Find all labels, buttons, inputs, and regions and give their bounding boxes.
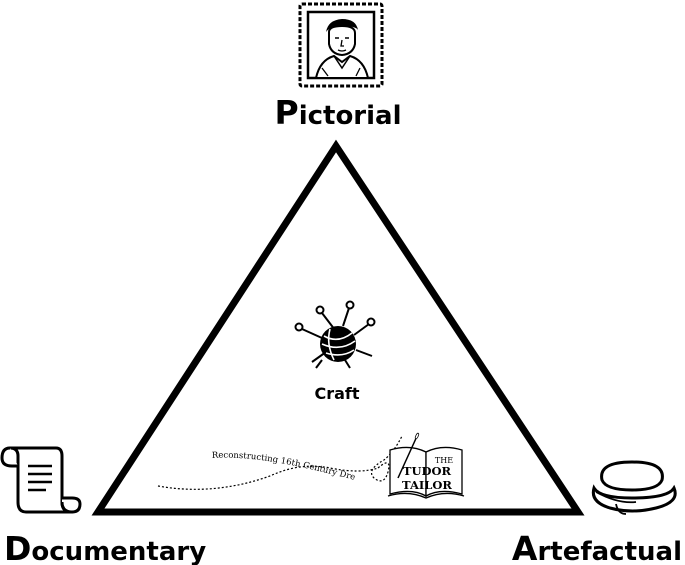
documentary-label: Documentary: [4, 529, 206, 565]
thread-curve: [157, 465, 379, 490]
logo-the: THE: [435, 456, 453, 465]
artefactual-label: Artefactual: [512, 529, 682, 565]
pictorial-label: Pictorial: [275, 93, 402, 132]
logo-tailor: TAILOR: [402, 478, 452, 492]
logo-tudor: TUDOR: [403, 464, 452, 478]
portrait-stamp-icon: [298, 2, 384, 88]
craft-label: Craft: [314, 384, 359, 403]
pictorial-rest: ictorial: [299, 101, 402, 131]
pictorial-initial: P: [275, 93, 299, 132]
hat-icon: [591, 460, 677, 515]
artefactual-initial: A: [512, 529, 538, 565]
tudor-tailor-logo: THE TUDOR TAILOR: [387, 432, 465, 499]
triangle-outline: [91, 139, 585, 516]
documentary-rest: ocumentary: [31, 537, 206, 565]
artefactual-rest: rtefactual: [537, 537, 682, 565]
yarn-ball-pins-icon: [294, 300, 376, 369]
documentary-initial: D: [4, 529, 31, 565]
scroll-icon: [0, 446, 82, 514]
